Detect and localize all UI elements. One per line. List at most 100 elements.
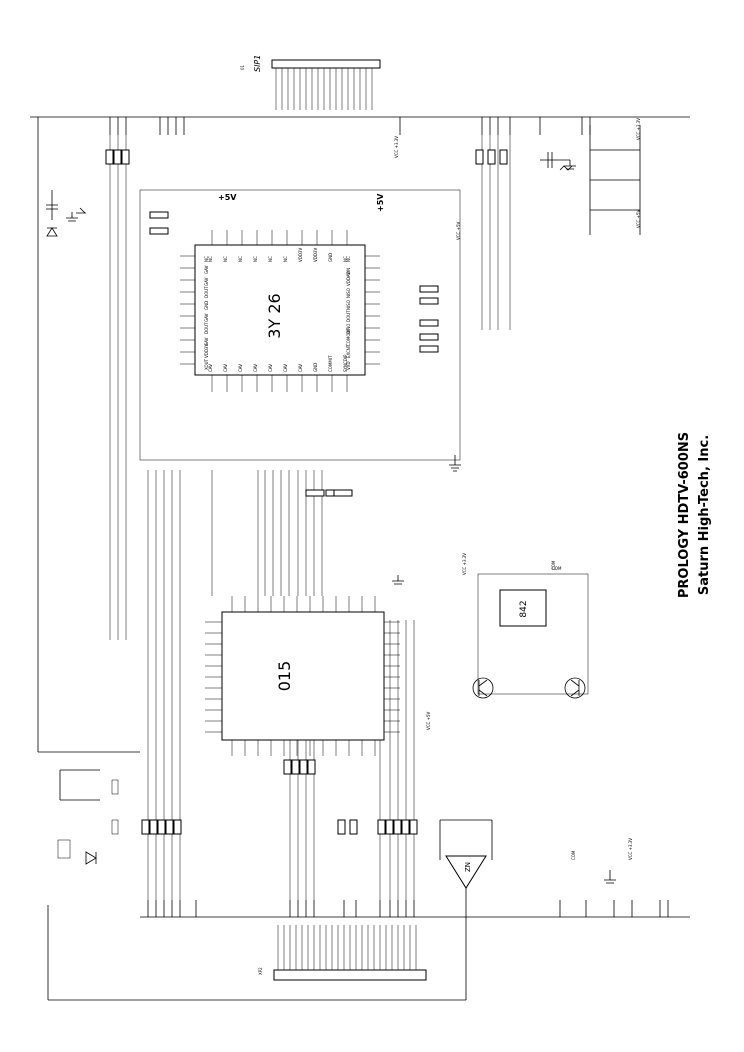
chip-pin-label: DINO xyxy=(346,324,351,334)
chip-pin-label: NC xyxy=(223,256,228,262)
chip-pin-label: DN xyxy=(346,268,351,274)
resistor xyxy=(121,149,130,165)
connector-sip1-label: SIP1 xyxy=(253,55,262,72)
bus-lines xyxy=(30,116,690,1001)
power-label: COM xyxy=(551,560,556,570)
resistor xyxy=(141,819,150,835)
resistor xyxy=(105,149,114,165)
transistor-q2 xyxy=(564,677,586,699)
chip-pin-label: SYNCDIP xyxy=(343,354,348,372)
connector-sip1: SIP1 01 xyxy=(240,55,381,110)
resistor xyxy=(385,819,394,835)
opamp-zn-label: ZN xyxy=(464,862,472,872)
resistor-arrays xyxy=(105,149,508,835)
power-label: VCC +3.3V xyxy=(394,136,399,158)
chip-pin-label: VDDAV xyxy=(346,272,351,286)
chip-pin-label: CAV xyxy=(298,364,303,372)
chip-pin-label: CAV xyxy=(238,364,243,372)
chip-pin-label: NC xyxy=(208,256,213,262)
power-label: VCC +5V xyxy=(456,222,461,240)
resistor xyxy=(475,149,484,165)
chip-842: 842 xyxy=(472,573,589,699)
resistor xyxy=(305,489,325,497)
power-labels: VCC +3.3V VCC +5V VCC +3.3V VCC +5V VCC +3.3… xyxy=(394,118,641,860)
chip-3y26-label: 3Y 26 xyxy=(265,293,284,338)
company-name: Saturn High-Tech, Inc. xyxy=(697,435,712,595)
resistor xyxy=(487,149,496,165)
rail-plus5v-left: +5V xyxy=(218,193,237,202)
connector-xp2: XP2 xyxy=(258,925,427,981)
chip-pin-label: NC xyxy=(238,256,243,262)
chip-pin-label: GAV xyxy=(204,277,209,286)
chip-pin-label: COMMIT xyxy=(328,355,333,372)
power-label: VCC +3.3V xyxy=(636,118,641,140)
power-label: COM xyxy=(571,850,576,860)
resistor xyxy=(377,819,386,835)
opamp-zn: ZN xyxy=(439,819,493,889)
connector-sip1-ref: 01 xyxy=(240,64,245,70)
chip-pin-label: VDD3V xyxy=(313,248,318,262)
product-title: PROLOGY HDTV-600NS xyxy=(677,432,692,598)
chip-pin-label: NC xyxy=(268,256,273,262)
chip-pin-label: GND xyxy=(204,301,209,310)
power-label: VCC +5V xyxy=(426,712,431,730)
top-bus-drops xyxy=(109,117,591,640)
chip-pin-label: NISO xyxy=(346,300,351,310)
resistor xyxy=(165,819,174,835)
resistor xyxy=(419,297,439,305)
title-block: PROLOGY HDTV-600NS Saturn High-Tech, Inc… xyxy=(677,432,712,598)
chip-pin-label: NC xyxy=(343,256,348,262)
resistor xyxy=(419,333,439,341)
chip-pin-label: GAV xyxy=(204,265,209,274)
chip-pin-label: DOUT xyxy=(346,310,351,322)
power-label: VCC +3.3V xyxy=(462,553,467,575)
resistor xyxy=(333,489,353,497)
resistor xyxy=(349,819,358,835)
resistor xyxy=(149,819,158,835)
chip-pin-label: VXD xyxy=(346,361,351,370)
resistor xyxy=(299,759,308,775)
chip-pin-label: GAV xyxy=(204,337,209,346)
com-label: COM xyxy=(552,566,562,571)
chip-pin-label: NISO xyxy=(346,288,351,298)
chip-pin-label: CAV xyxy=(253,364,258,372)
chip-842-label: 842 xyxy=(519,600,529,617)
chip-pin-label: NC xyxy=(346,256,351,262)
chip-pin-label: VDD3V xyxy=(204,344,209,358)
resistor xyxy=(409,819,418,835)
power-label: VCC +5V xyxy=(636,210,641,228)
chip-pin-label: GND xyxy=(313,363,318,372)
chip-pin-label: NC xyxy=(204,256,209,262)
right-components xyxy=(540,125,641,235)
chip-015: 015 xyxy=(205,470,400,756)
chip-pin-label: CAV xyxy=(208,364,213,372)
resistor xyxy=(499,149,508,165)
rail-plus5v-right: +5V xyxy=(376,193,385,212)
resistor xyxy=(157,819,166,835)
chip-pin-label: CAV xyxy=(223,364,228,372)
chip-pin-label: XOUT xyxy=(204,358,209,370)
resistor xyxy=(149,211,169,219)
connector-xp2-label: XP2 xyxy=(258,967,263,975)
chip-pin-label: GND xyxy=(328,253,333,262)
chip-pin-label: CAV xyxy=(268,364,273,372)
resistor xyxy=(173,819,182,835)
chip-pin-label: NC xyxy=(283,256,288,262)
resistor xyxy=(283,759,292,775)
resistor xyxy=(291,759,300,775)
left-components xyxy=(46,190,119,865)
resistor xyxy=(393,819,402,835)
chip-pin-label: DOUT xyxy=(204,322,209,334)
ground-symbols xyxy=(66,160,616,884)
chip-3y26: 3Y 26 +5V +5V NCGAVGAVDOUTGNDGAVDOUTGAVV… xyxy=(139,189,461,461)
resistor xyxy=(419,285,439,293)
chip-pin-label: VDD3V xyxy=(298,248,303,262)
resistor xyxy=(419,345,439,353)
transistor-q1 xyxy=(472,677,494,699)
chip-pin-label: EXCNT xyxy=(346,344,351,358)
chip-pin-label: NC xyxy=(253,256,258,262)
chip-pin-label: DOUT xyxy=(204,286,209,298)
resistor xyxy=(149,227,169,235)
resistor xyxy=(401,819,410,835)
